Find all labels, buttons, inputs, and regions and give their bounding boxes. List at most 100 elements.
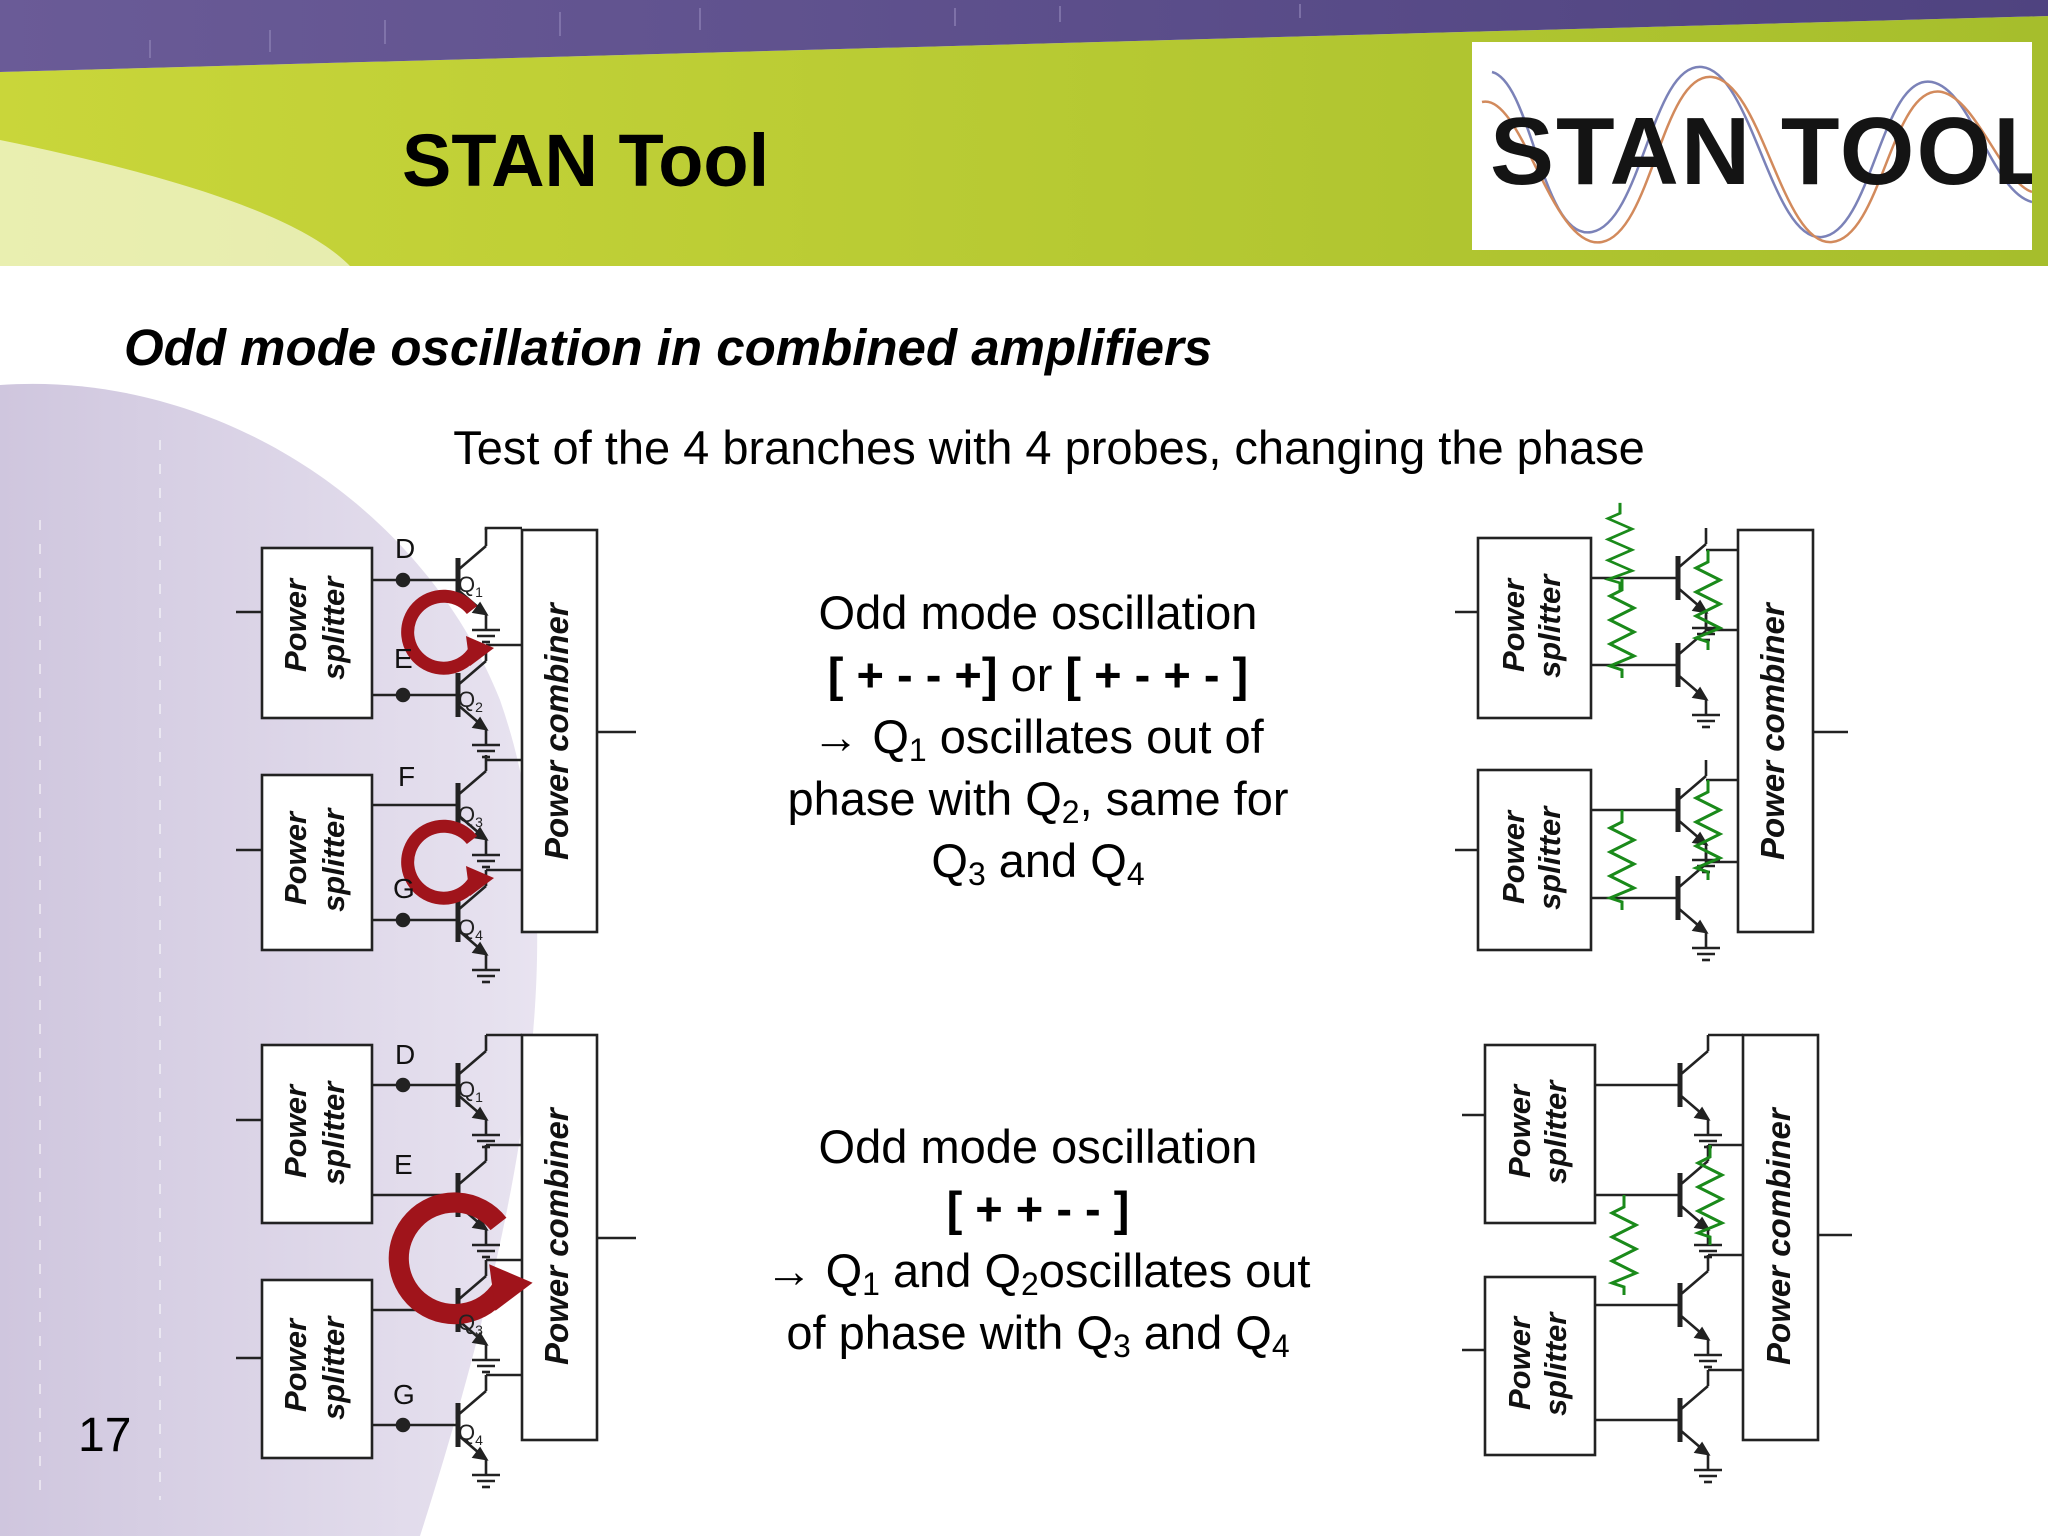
line4-b: , same for (1079, 772, 1289, 825)
node-label-e: E (394, 643, 413, 674)
line3-rest: oscillates out of (939, 710, 1264, 763)
q-sub: 4 (1126, 855, 1145, 892)
block-top-line5: Q3 and Q4 (708, 830, 1368, 892)
power-combiner-box (1736, 528, 1815, 934)
logo-wave-orange (1481, 75, 2032, 244)
splitter-label-line2: splitter (1538, 1079, 1573, 1184)
splitter-label-line2: splitter (316, 1315, 351, 1420)
node-label-d: D (395, 533, 415, 564)
diagram-right-bottom (1462, 1035, 1852, 1482)
splitter-label-line2: splitter (1532, 573, 1567, 678)
diagram-right-top (1455, 501, 1848, 960)
power-splitter-box (1476, 768, 1593, 952)
splitter-label-line1: Power (278, 810, 313, 905)
logo-text: STAN TOOL (1490, 98, 2032, 205)
band-ticks (149, 4, 1301, 58)
power-splitter-box (260, 1278, 374, 1460)
slide-title: STAN Tool (402, 119, 770, 202)
node-label-g: G (393, 873, 415, 904)
band-highlight (0, 140, 350, 266)
q-label: Q3 (458, 1310, 483, 1338)
q-label: Q4 (458, 915, 483, 943)
combiner-label: Power combiner (538, 601, 575, 860)
node-labels: D E F G D E G (393, 533, 415, 1410)
node-label-f: F (398, 761, 415, 792)
combiner-label: Power combiner (1760, 1106, 1797, 1365)
diagram-left-bottom (236, 1035, 636, 1487)
q-sub: 1 (862, 1265, 880, 1302)
line3-a: Q (825, 1244, 863, 1297)
power-combiner-box (520, 528, 599, 934)
block-bottom-pattern: [ + + - - ] (946, 1182, 1130, 1235)
splitter-label-line2: splitter (1532, 805, 1567, 910)
line4-and: and Q (1143, 1306, 1272, 1359)
line5-and: and Q (998, 834, 1127, 887)
text-block-bottom: Odd mode oscillation [ + + - - ] → Q1 an… (708, 1116, 1368, 1364)
logo-wave-blue (1491, 65, 2032, 239)
line5-a: Q (931, 834, 968, 887)
combiner-label: Power combiner (538, 1106, 575, 1365)
slide-subtitle: Odd mode oscillation in combined amplifi… (124, 319, 1213, 376)
node-label-e: E (394, 1149, 413, 1180)
block-top-patterns: [ + - - +] or [ + - + - ] (708, 644, 1368, 706)
line4-a: phase with Q (787, 772, 1062, 825)
q-label: Q1 (458, 1077, 483, 1105)
q-sub: 4 (1271, 1327, 1290, 1364)
pattern-or: or (1010, 648, 1053, 701)
q-label: Q2 (458, 687, 483, 715)
splitter-label-line2: splitter (1538, 1311, 1573, 1416)
purple-band (0, 0, 2048, 72)
splitter-label-line2: splitter (316, 575, 351, 680)
diagram-left-top (236, 526, 636, 982)
arrow-icon: → (812, 710, 860, 763)
block-top-line3: → Q1 oscillates out of (708, 706, 1368, 768)
splitter-label-line1: Power (1496, 577, 1531, 672)
pattern-a: [ + - - +] (827, 648, 998, 701)
resistors-green (1608, 548, 1724, 1297)
q-sub: 3 (1112, 1327, 1131, 1364)
block-bottom-line3: → Q1 and Q2oscillates out (708, 1240, 1368, 1302)
oscillation-arrow-icon (399, 1203, 533, 1315)
resistor-icon (1608, 808, 1636, 912)
resistor-icon (1610, 1193, 1638, 1297)
power-combiner-box (520, 1033, 599, 1442)
block-bottom-line4: of phase with Q3 and Q4 (708, 1302, 1368, 1364)
power-combiner-box (1741, 1033, 1820, 1442)
q-sub: 3 (967, 855, 986, 892)
power-splitter-box (260, 1043, 374, 1225)
power-splitter-box (260, 773, 374, 952)
splitter-label-line1: Power (278, 1317, 313, 1412)
splitter-label-line2: splitter (316, 1080, 351, 1185)
arrow-icon: → (765, 1244, 813, 1297)
splitter-label-line1: Power (1502, 1315, 1537, 1410)
q-label: Q (872, 710, 909, 763)
q-label: Q1 (458, 572, 483, 600)
pattern-b: [ + - + - ] (1065, 648, 1249, 701)
block-top-heading: Odd mode oscillation (818, 586, 1258, 639)
q-sub: 2 (1021, 1265, 1039, 1302)
q-label: Q4 (458, 1420, 483, 1448)
disc-guides (39, 440, 161, 1500)
page-number: 17 (78, 1409, 132, 1462)
power-splitter-box (1476, 536, 1593, 720)
splitter-label-line2: splitter (316, 807, 351, 912)
block-bottom-heading: Odd mode oscillation (818, 1120, 1258, 1173)
splitter-label-line1: Power (1502, 1083, 1537, 1178)
diagram-labels: Power splitter Power splitter Power comb… (278, 573, 1797, 1420)
combiner-label: Power combiner (1754, 601, 1791, 860)
stan-tool-logo: STAN TOOL (1472, 42, 2032, 250)
splitter-label-line1: Power (1496, 809, 1531, 904)
resistor-icon (1608, 576, 1636, 680)
power-splitter-box (1483, 1275, 1597, 1457)
text-block-top: Odd mode oscillation [ + - - +] or [ + -… (708, 582, 1368, 892)
splitter-label-line1: Power (278, 1083, 313, 1178)
logo-graphic: STAN TOOL (1481, 65, 2032, 244)
line4-a: of phase with Q (786, 1306, 1113, 1359)
q-sub: 1 (908, 731, 927, 768)
power-splitter-box (1483, 1043, 1597, 1225)
node-label-d: D (395, 1039, 415, 1070)
line3-and: and Q (892, 1244, 1022, 1297)
intro-text: Test of the 4 branches with 4 probes, ch… (453, 421, 1645, 474)
transistor-labels: Q1 Q2 Q3 Q4 Q1 Q3 Q4 (458, 572, 483, 1448)
